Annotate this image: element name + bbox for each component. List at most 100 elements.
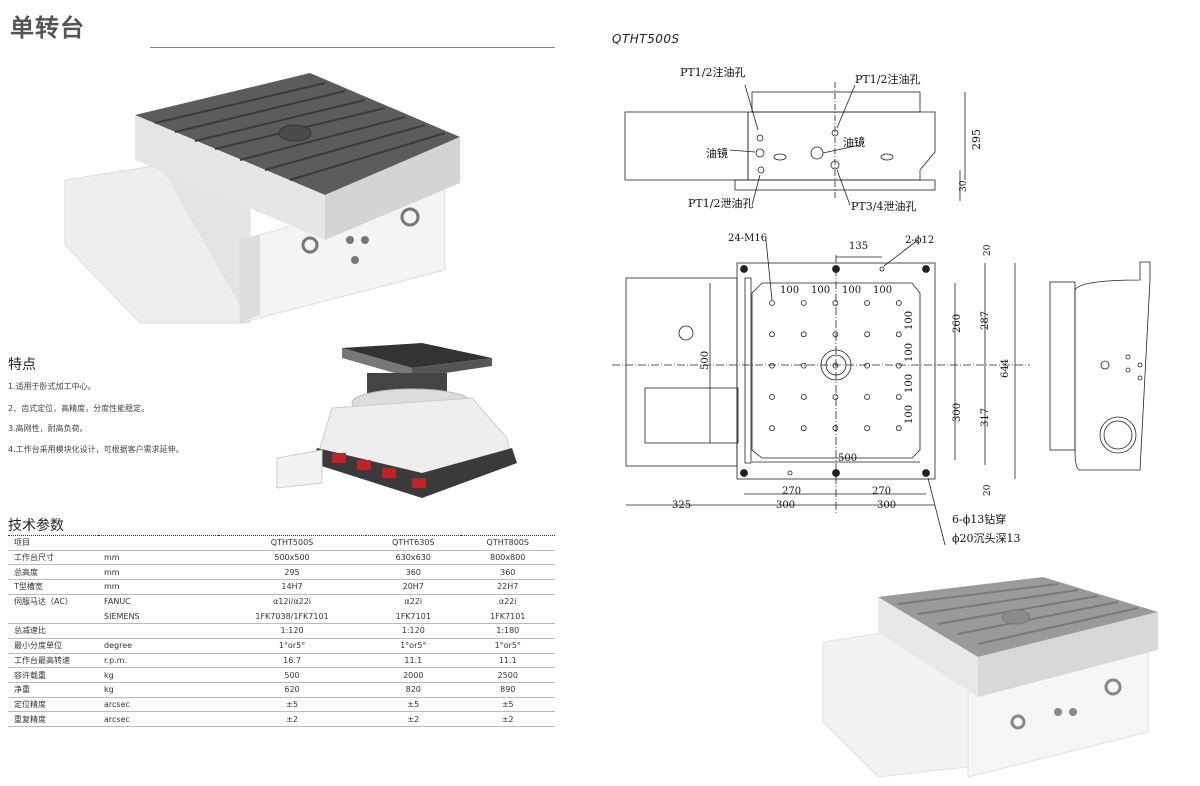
m16-hole [832,300,839,306]
dim-100: 100 [904,311,915,330]
spec-value: 1FK7101 [460,608,555,625]
spec-value: QTHT500S [218,535,367,551]
label-oil-mirror-2: 油镜 [843,135,865,149]
dim-100: 100 [873,285,892,296]
spec-value: 22H7 [460,579,555,595]
spec-value: 1:180 [460,623,555,639]
dim-100: 100 [811,285,830,296]
product-image-rotary-table [64,73,460,324]
m16-hole [895,393,902,400]
dim-300: 300 [952,403,963,422]
spec-value: 14H7 [218,579,367,595]
m16-hole [895,362,902,369]
spec-value: 630x630 [366,550,461,566]
spec-value: ±5 [366,697,461,713]
spec-item: 工作台尺寸 [8,550,98,566]
spec-value: 500 [218,667,367,683]
spec-value: 820 [366,682,461,698]
spec-item: 净重 [8,682,98,698]
m16-hole [769,300,775,306]
spec-value: QTHT800S [460,535,555,551]
label-2-phi12: 2-ϕ12 [905,235,934,246]
spec-value: 2500 [460,667,555,683]
spec-value: 360 [460,564,555,581]
spec-value: QTHT630S [366,535,461,551]
spec-value: 2000 [366,667,461,683]
spec-value: ±2 [218,711,367,727]
spec-value: 20H7 [366,579,461,595]
spec-item: 项目 [8,535,98,551]
spec-value: ±5 [460,697,555,713]
label-drain-hole-2: PT3/4泄油孔 [851,199,916,213]
spec-item: 重复精度 [8,711,98,727]
spec-value: 890 [460,682,555,698]
label-24-m16: 24-M16 [728,233,767,244]
dim-30: 30 [959,180,969,192]
spec-value: 1:120 [218,623,367,639]
spec-value: ±2 [366,711,461,727]
label-oil-mirror-1: 油镜 [706,146,728,160]
spec-value: α12i/α22i [272,597,312,607]
label-fill-hole-1: PT1/2注油孔 [680,65,745,79]
page-title: 单转台 [10,14,85,42]
spec-item: 最小分度单位 [8,638,98,654]
spec-value: 16.7 [218,653,367,669]
label-drain-hole-1: PT1/2泄油孔 [688,196,753,210]
m16-hole [832,331,839,338]
spec-unit: arcsec [98,711,218,727]
dim-260: 260 [952,314,963,333]
spec-item: 工作台最高转速 [8,653,98,669]
m16-hole [800,331,807,338]
m16-hole [769,331,775,338]
dim-295: 295 [970,129,983,150]
m16-hole [800,393,807,400]
dim-100: 100 [904,374,915,393]
dim-20-bottom: 20 [983,484,993,496]
m16-hole [895,331,902,338]
dim-100: 100 [904,405,915,424]
features-heading: 特点 [8,357,36,373]
dim-500-horizontal: 500 [838,453,857,464]
spec-value: α22i [404,597,423,607]
spec-unit [98,535,218,551]
dim-500-vertical: 500 [700,351,711,370]
spec-value: ±5 [218,697,367,713]
spec-value: 11.1 [366,653,461,669]
spec-value: 1FK7101 [366,608,461,625]
spec-value: 1°or5° [460,638,555,654]
dim-135: 135 [849,241,868,252]
spec-item: T型槽宽 [8,579,98,595]
technical-drawing: PT1/2注油孔 PT1/2注油孔 油镜 油镜 PT1/2泄油孔 PT3/4泄油… [612,65,1151,546]
feature-item: 1.适用于卧式加工中心。 [8,382,96,391]
spec-unit: arcsec [98,697,218,713]
spec-item: 总高度 [8,564,98,581]
m16-hole [800,362,807,369]
dim-270: 270 [782,486,801,497]
m16-hole [800,425,807,432]
product-image-rotary-table-2 [822,577,1158,778]
m16-hole [832,425,839,432]
spec-unit: SIEMENS [98,608,218,625]
spec-value: 295 [218,564,367,581]
label-hole-spec-2: ϕ20沉头深13 [952,532,1021,545]
dim-270: 270 [872,486,891,497]
spec-item: 容许载重 [8,667,98,683]
m16-hole [864,300,870,306]
spec-item [8,608,98,625]
spec-item: 伺服马达（AC） [14,597,73,607]
m16-hole [895,300,902,306]
spec-item: 总减速比 [8,623,98,639]
m16-hole [864,425,870,432]
spec-value: 360 [366,564,461,581]
drawing-model-label: QTHT500S [612,32,680,46]
dim-287: 287 [980,311,991,330]
dim-100: 100 [780,285,799,296]
